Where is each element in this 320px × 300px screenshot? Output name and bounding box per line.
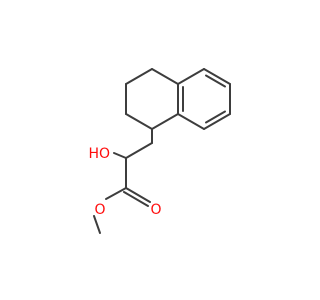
bond-arom-double-2 — [205, 110, 226, 124]
bond-group — [93, 68, 231, 234]
bond-c-oh — [113, 152, 127, 159]
bond-ring-c8a-c1 — [151, 68, 179, 85]
bond-arom-4 — [203, 113, 231, 130]
bond-carbonyl-to-ester-o — [105, 187, 127, 200]
bond-ester-o-to-methyl — [93, 215, 101, 234]
bond-ring-c3-c4 — [125, 113, 153, 130]
bond-carbonyl-double-a — [125, 187, 151, 203]
bond-arom-double-1 — [205, 74, 226, 88]
bond-arom-1 — [177, 68, 205, 85]
bond-arom-2 — [203, 68, 231, 85]
bond-carbonyl-double-b — [123, 191, 149, 207]
bond-arom-5 — [177, 113, 205, 130]
hydroxyl-label: HO — [88, 146, 110, 162]
molecule-canvas: HO O O — [88, 68, 231, 234]
atom-label-group: HO O O — [88, 146, 161, 218]
carbonyl-oxygen-label: O — [150, 202, 161, 218]
molecule-structure: HO O O — [88, 68, 231, 234]
bond-ring-c1-c2 — [125, 68, 153, 85]
bond-ring-c4-c4a — [151, 113, 179, 130]
bond-ch2-to-choh — [125, 142, 153, 159]
ester-oxygen-label: O — [94, 202, 105, 218]
